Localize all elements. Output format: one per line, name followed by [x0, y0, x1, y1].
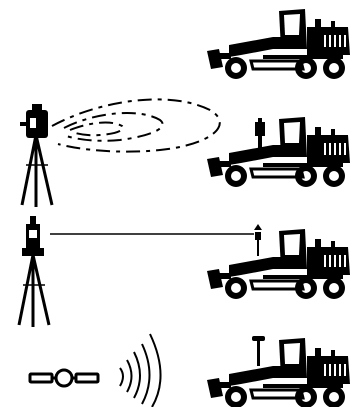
motor-grader-icon [207, 229, 350, 299]
laser-receiver-mast-icon [255, 118, 265, 148]
motor-grader-icon [207, 9, 350, 79]
gnss-antenna-mast-icon [252, 336, 265, 366]
laser-sweep [52, 99, 220, 151]
prism-mast-icon [254, 224, 262, 256]
rotating-laser-on-tripod-icon [20, 104, 52, 207]
satellite-icon [30, 370, 98, 386]
motor-grader-icon [207, 338, 350, 407]
row-rotating-laser [20, 99, 350, 207]
row-total-station [19, 216, 350, 327]
row-unguided [207, 9, 350, 79]
row-gnss [30, 334, 350, 407]
total-station-on-tripod-icon [19, 216, 49, 327]
radio-waves [120, 334, 161, 407]
motor-grader-icon [207, 117, 350, 187]
